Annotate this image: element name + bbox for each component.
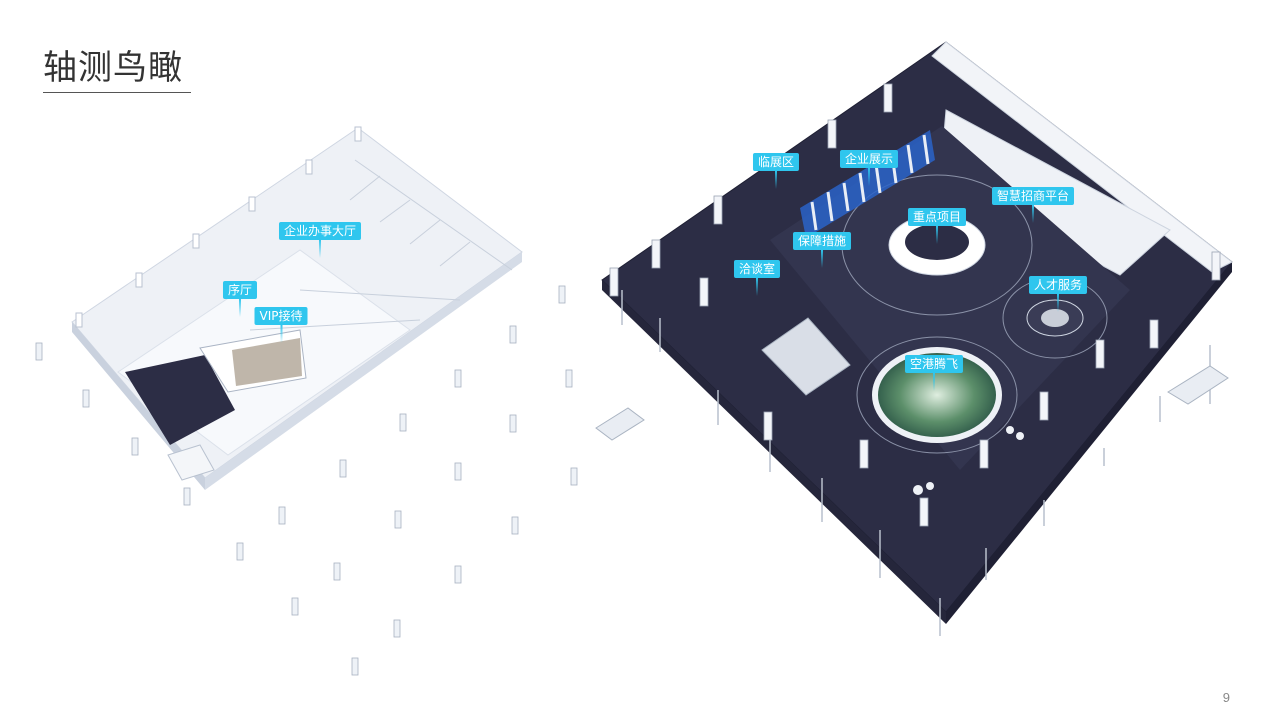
page-title: 轴测鸟瞰 [43, 48, 183, 88]
floating-slab [595, 407, 645, 441]
left-pillars [35, 285, 578, 676]
label-airport-takeoff: 空港腾飞 [904, 355, 964, 391]
label-negotiation-room: 洽谈室 [733, 260, 781, 296]
label-smart-investment: 智慧招商平台 [991, 187, 1075, 223]
label-talent-services: 人才服务 [1028, 276, 1088, 312]
label-temp-exhibition: 临展区 [752, 153, 800, 189]
label-enterprise-display: 企业展示 [839, 150, 899, 186]
title-underline [43, 92, 191, 93]
label-key-projects: 重点项目 [907, 208, 967, 244]
label-enterprise-hall: 企业办事大厅 [278, 222, 362, 258]
page-number: 9 [1222, 690, 1230, 705]
left-building [71, 126, 523, 490]
label-safeguards: 保障措施 [792, 232, 852, 268]
label-vip-reception: VIP接待 [254, 307, 308, 343]
label-foyer: 序厅 [222, 281, 258, 317]
right-pillars [609, 83, 1221, 527]
right-building [601, 41, 1233, 624]
side-slab [1167, 365, 1229, 405]
